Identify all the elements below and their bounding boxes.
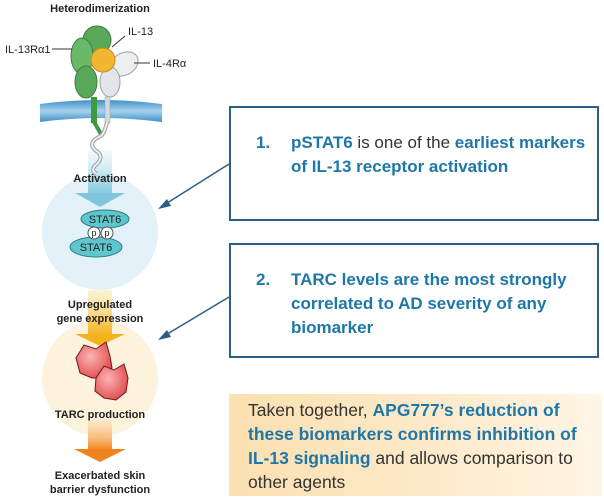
callout-number: 2. bbox=[256, 270, 271, 289]
il4ra-receptor bbox=[90, 51, 139, 176]
pointer-arrow-2 bbox=[158, 296, 230, 340]
callout-number: 1. bbox=[256, 133, 271, 152]
heterodimerization-title: Heterodimerization bbox=[50, 3, 150, 15]
summary-panel: Taken together, APG777’s reduction of th… bbox=[229, 394, 602, 496]
exacerbated-label: barrier dysfunction bbox=[50, 484, 151, 496]
exacerbated-label: Exacerbated skin bbox=[55, 470, 146, 482]
dysfunction-arrow bbox=[74, 420, 126, 462]
phospho-label: p bbox=[91, 228, 96, 238]
il13ra1-label: IL-13Rα1 bbox=[5, 44, 51, 56]
upregulated-label: gene expression bbox=[57, 313, 144, 325]
stat6-bottom-label: STAT6 bbox=[80, 242, 113, 254]
plain-text: and allows comparison to other agents bbox=[248, 448, 573, 492]
callout-pstat6: 1. pSTAT6 is one of the earliest markers… bbox=[229, 106, 599, 221]
il4ra-label: IL-4Rα bbox=[153, 58, 187, 70]
tarc-production-label: TARC production bbox=[55, 409, 146, 421]
callout-tarc: 2. TARC levels are the most strongly cor… bbox=[229, 243, 599, 358]
plain-text: is one of the bbox=[352, 133, 455, 152]
il13-label: IL-13 bbox=[128, 26, 153, 38]
callout-text: TARC levels are the most strongly correl… bbox=[291, 268, 587, 340]
stat6-dimer: STAT6 STAT6 p p bbox=[69, 209, 130, 258]
highlight-text: pSTAT6 bbox=[291, 133, 353, 152]
pointer-arrow-1 bbox=[158, 163, 230, 209]
highlight-text: TARC levels are the most strongly correl… bbox=[291, 270, 567, 337]
stat6-top-label: STAT6 bbox=[89, 214, 122, 226]
plain-text: Taken together, bbox=[248, 400, 373, 420]
phospho-label: p bbox=[104, 228, 109, 238]
highlight-text: earliest markers of IL-13 receptor activ… bbox=[291, 133, 586, 176]
summary-text: Taken together, APG777’s reduction of th… bbox=[248, 398, 596, 494]
callout-text: pSTAT6 is one of the earliest markers of… bbox=[291, 131, 587, 179]
gene-expression-arrow bbox=[75, 290, 125, 346]
il13-cytokine bbox=[90, 47, 116, 73]
upregulated-label: Upregulated bbox=[68, 299, 132, 311]
tarc-molecules bbox=[75, 341, 129, 401]
highlight-text: APG777’s reduction of these biomarkers c… bbox=[248, 400, 577, 468]
activation-label: Activation bbox=[73, 173, 126, 185]
cell-membrane bbox=[40, 100, 162, 122]
